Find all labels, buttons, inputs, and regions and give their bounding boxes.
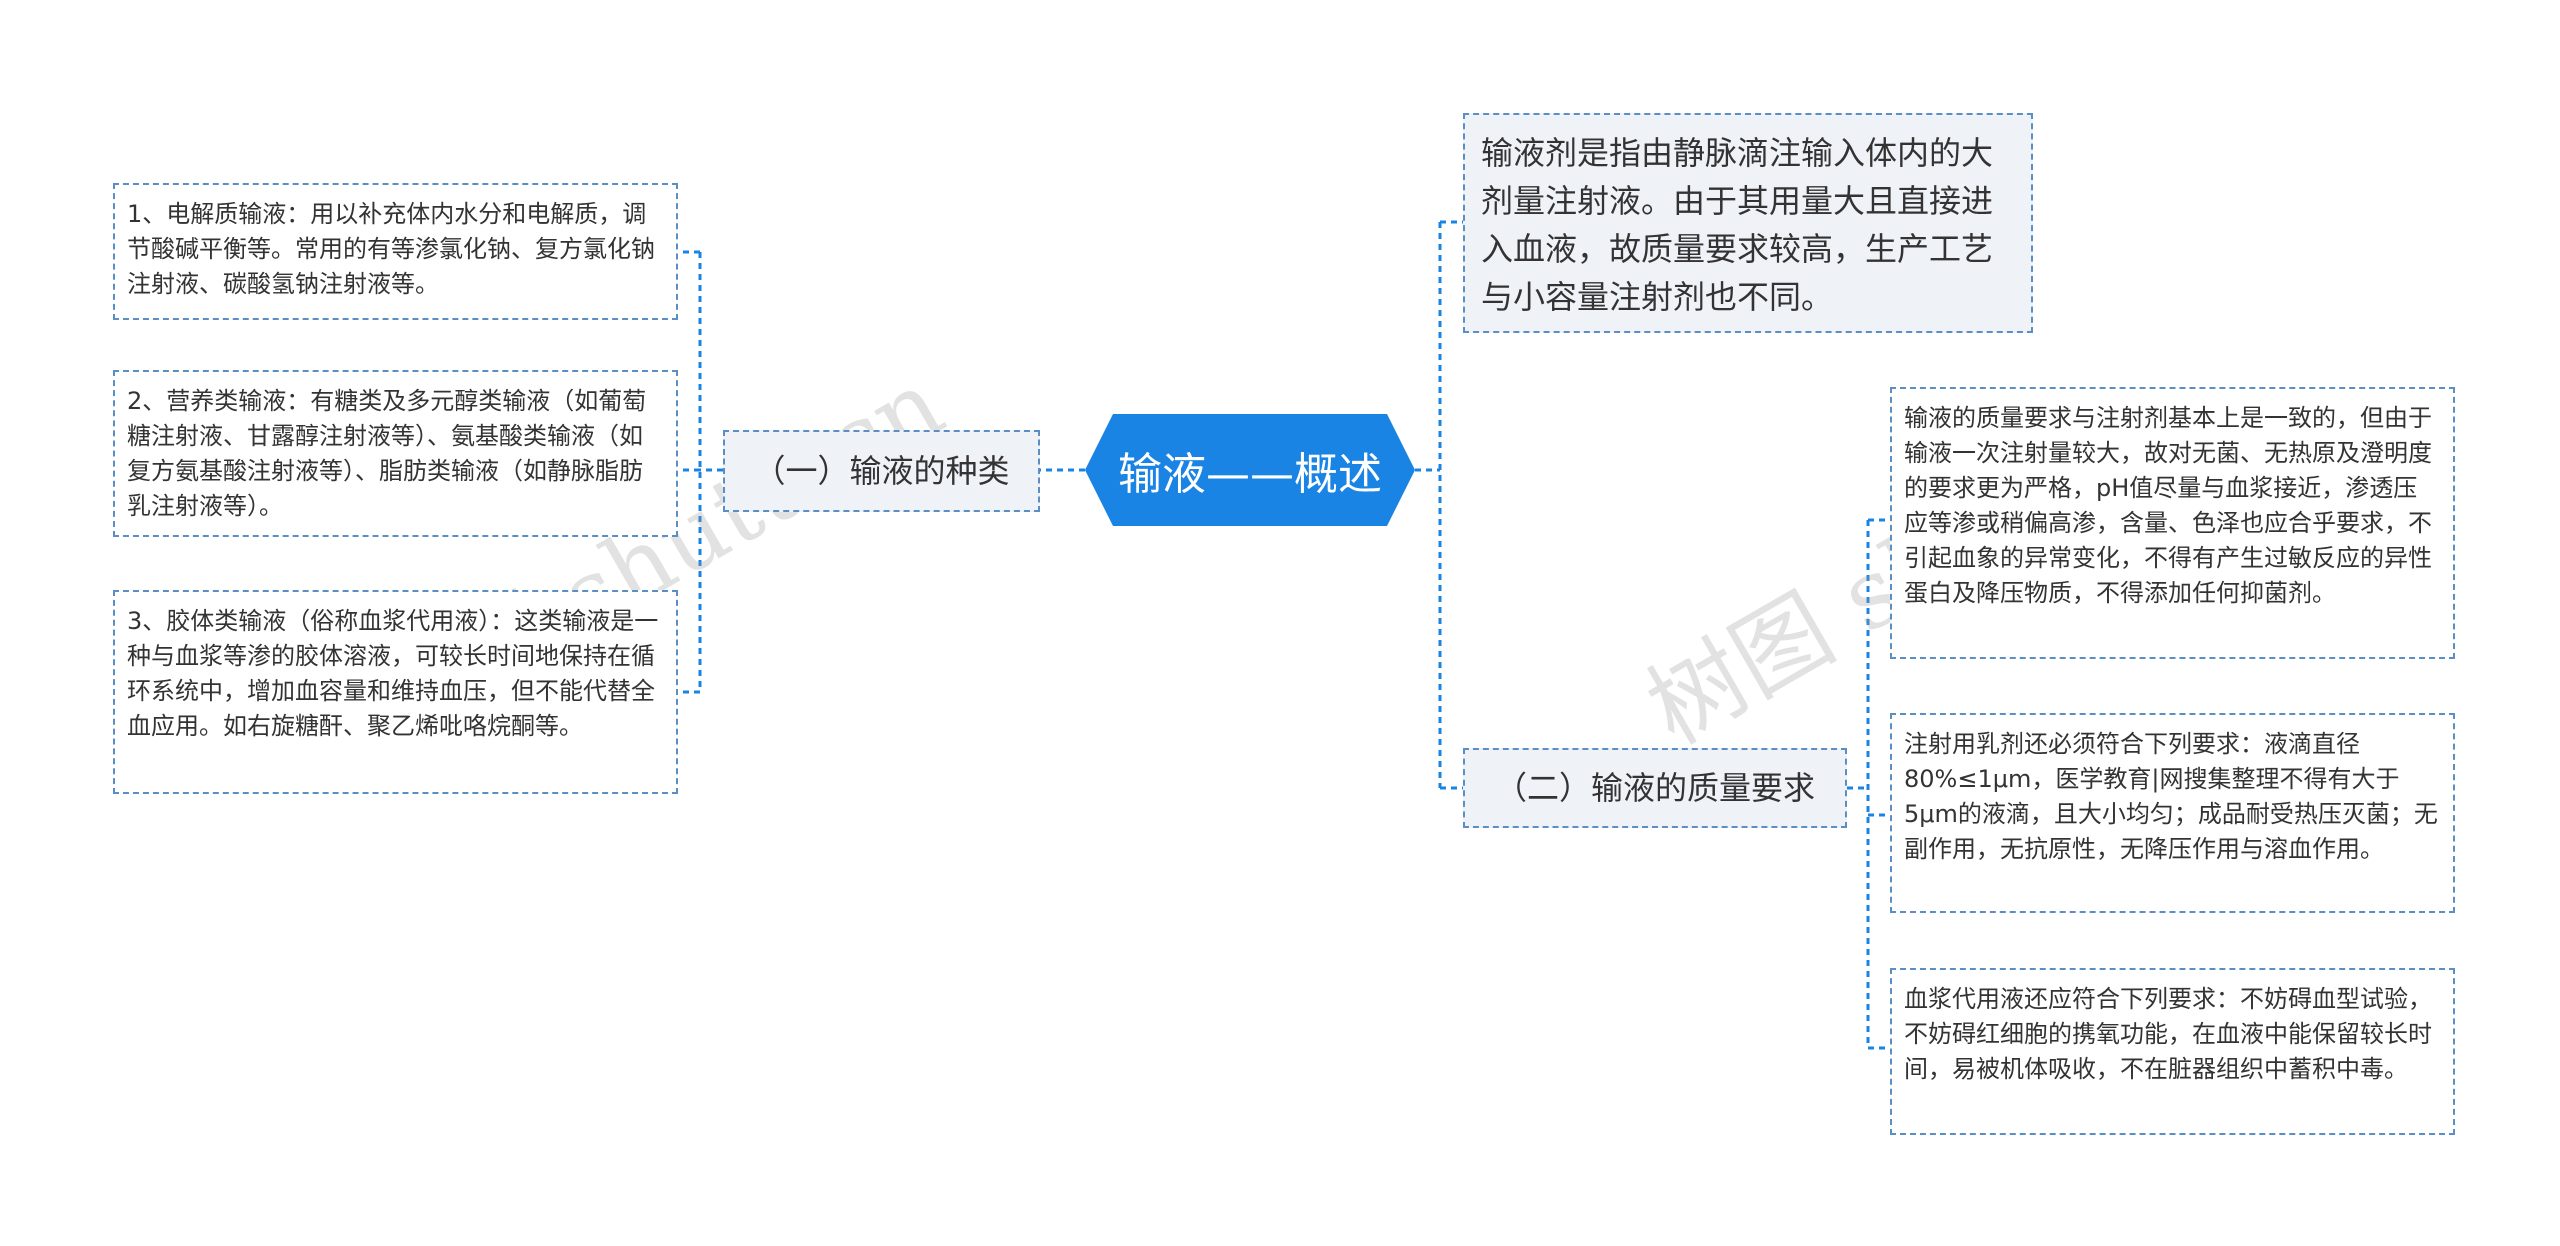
definition-text: 输液剂是指由静脉滴注输入体内的大剂量注射液。由于其用量大且直接进入血液，故质量要… — [1481, 134, 1994, 316]
leaf-electrolyte-text: 1、电解质输液：用以补充体内水分和电解质，调节酸碱平衡等。常用的有等渗氯化钠、复… — [127, 200, 655, 298]
leaf-quality-emulsion-text: 注射用乳剂还必须符合下列要求：液滴直径80%≤1μm，医学教育|网搜集整理不得有… — [1904, 730, 2438, 863]
branch-types[interactable]: （一）输液的种类 — [723, 430, 1040, 512]
root-label: 输液——概述 — [1118, 449, 1382, 500]
leaf-quality-plasma[interactable]: 血浆代用液还应符合下列要求：不妨碍血型试验，不妨碍红细胞的携氧功能，在血液中能保… — [1890, 968, 2455, 1135]
branch-types-label: （一）输液的种类 — [753, 452, 1010, 490]
leaf-colloid-text: 3、胶体类输液（俗称血浆代用液）：这类输液是一种与血浆等渗的胶体溶液，可较长时间… — [127, 607, 659, 740]
leaf-nutrition[interactable]: 2、营养类输液：有糖类及多元醇类输液（如葡萄糖注射液、甘露醇注射液等）、氨基酸类… — [113, 370, 678, 537]
leaf-colloid[interactable]: 3、胶体类输液（俗称血浆代用液）：这类输液是一种与血浆等渗的胶体溶液，可较长时间… — [113, 590, 678, 794]
branch-quality[interactable]: （二）输液的质量要求 — [1463, 748, 1847, 828]
leaf-quality-general-text: 输液的质量要求与注射剂基本上是一致的，但由于输液一次注射量较大，故对无菌、无热原… — [1904, 404, 2432, 607]
leaf-nutrition-text: 2、营养类输液：有糖类及多元醇类输液（如葡萄糖注射液、甘露醇注射液等）、氨基酸类… — [127, 387, 647, 520]
leaf-quality-plasma-text: 血浆代用液还应符合下列要求：不妨碍血型试验，不妨碍红细胞的携氧功能，在血液中能保… — [1904, 985, 2432, 1083]
leaf-quality-general[interactable]: 输液的质量要求与注射剂基本上是一致的，但由于输液一次注射量较大，故对无菌、无热原… — [1890, 387, 2455, 659]
root-node[interactable]: 输液——概述 — [1085, 414, 1415, 526]
branch-quality-label: （二）输液的质量要求 — [1494, 769, 1815, 807]
leaf-electrolyte[interactable]: 1、电解质输液：用以补充体内水分和电解质，调节酸碱平衡等。常用的有等渗氯化钠、复… — [113, 183, 678, 320]
leaf-quality-emulsion[interactable]: 注射用乳剂还必须符合下列要求：液滴直径80%≤1μm，医学教育|网搜集整理不得有… — [1890, 713, 2455, 913]
definition-node[interactable]: 输液剂是指由静脉滴注输入体内的大剂量注射液。由于其用量大且直接进入血液，故质量要… — [1463, 113, 2033, 333]
